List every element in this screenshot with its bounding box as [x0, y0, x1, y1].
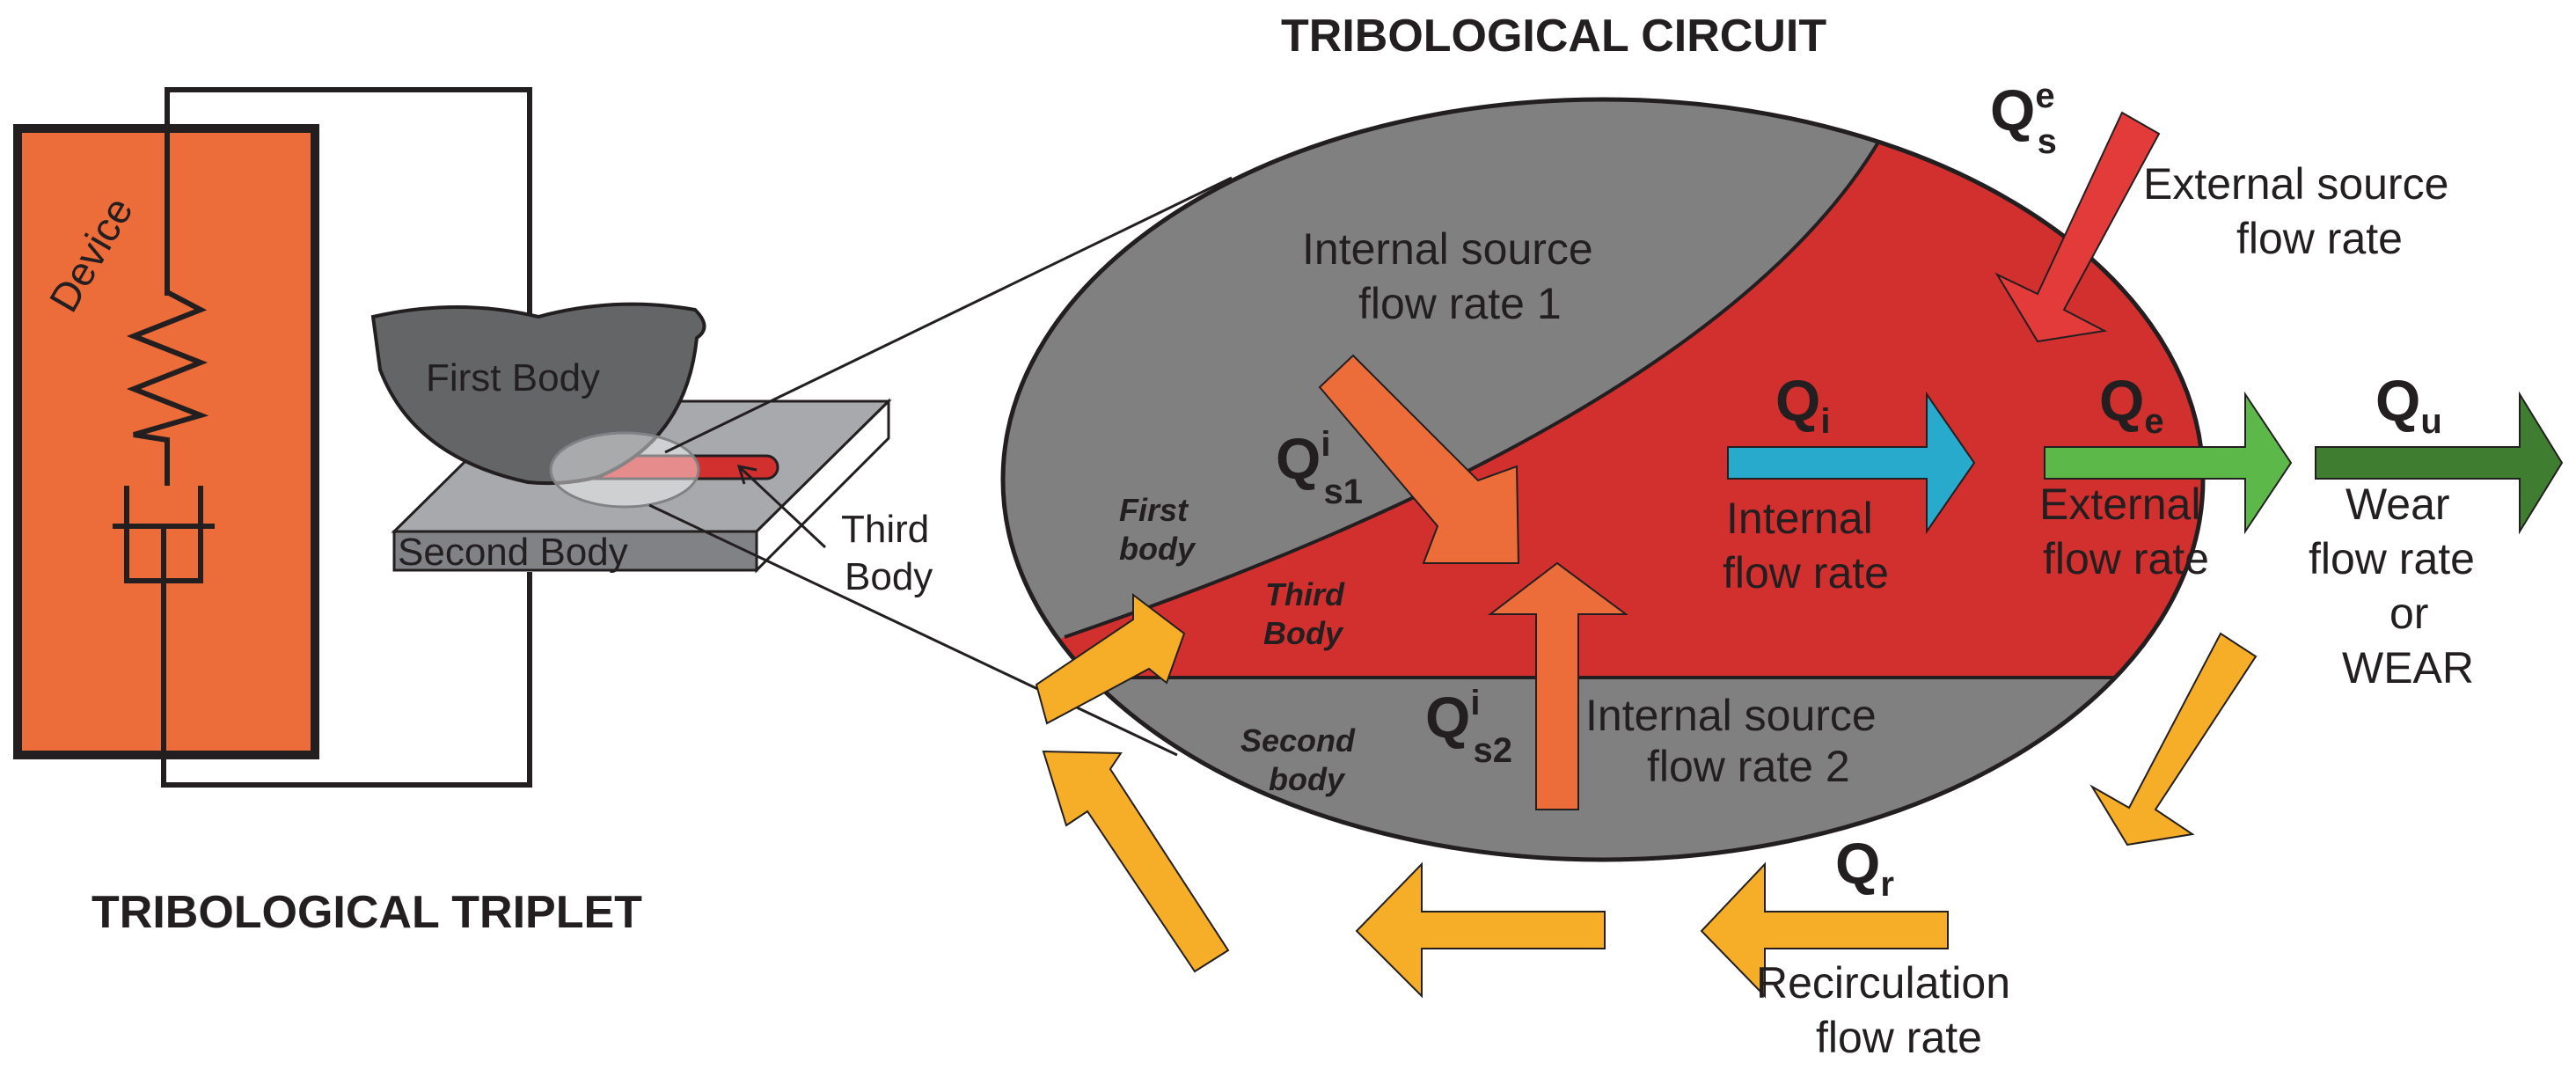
third-body-region-label-line2: Body	[1263, 615, 1344, 651]
spring-icon	[126, 289, 209, 486]
recirculation-arrow-4	[1042, 750, 1230, 973]
qe-symbol: Qe	[2099, 368, 2164, 441]
triplet-title: TRIBOLOGICAL TRIPLET	[91, 887, 642, 938]
recirculation-arrow-3	[1355, 861, 1606, 999]
internal-flow-line2: flow rate	[1723, 548, 1889, 597]
internal-flow-line1: Internal	[1726, 494, 1873, 543]
second-body-region-label-line1: Second	[1240, 722, 1356, 759]
recirculation-line1: Recirculation	[1756, 958, 2010, 1008]
recirculation-line2: flow rate	[1816, 1013, 1982, 1062]
qu-symbol: Qu	[2375, 368, 2442, 441]
wear-line4: WEAR	[2342, 643, 2474, 693]
first-body-region-label-line1: First	[1119, 492, 1189, 528]
contact-zoom-ellipse	[549, 431, 700, 509]
external-flow-line1: External	[2039, 480, 2200, 529]
second-body-region-label-line2: body	[1269, 761, 1346, 797]
first-body-region-label-line2: body	[1119, 531, 1197, 567]
qs1-arrow	[1318, 354, 1520, 564]
internal-source-1-line2: flow rate 1	[1358, 279, 1562, 328]
first-body-bowl	[370, 302, 706, 486]
external-flow-line2: flow rate	[2043, 534, 2209, 583]
internal-source-2-line1: Internal source	[1585, 691, 1877, 740]
second-body-label: Second Body	[398, 531, 628, 574]
internal-source-1-line1: Internal source	[1302, 224, 1593, 274]
wear-line1: Wear	[2345, 480, 2450, 529]
third-body-label-line2: Body	[845, 555, 933, 598]
qi-symbol: Qi	[1775, 368, 1830, 441]
qu-arrow	[2315, 391, 2564, 535]
first-body-boundary	[1064, 139, 1881, 639]
qe-arrow	[2044, 391, 2293, 535]
third-body-pointer-icon	[736, 465, 827, 549]
zoom-lines	[648, 176, 1233, 757]
first-body-label: First Body	[426, 356, 600, 399]
qi-arrow	[1727, 391, 1976, 535]
recirculation-arrow-5	[1035, 592, 1186, 725]
external-source-line2: flow rate	[2236, 214, 2403, 263]
dashpot-icon	[113, 486, 215, 584]
external-source-line1: External source	[2143, 159, 2448, 209]
qs2-arrow	[1488, 561, 1629, 810]
third-body-region-label-line1: Third	[1265, 576, 1345, 612]
third-body-label-line1: Third	[841, 508, 929, 551]
first-body-region	[1003, 99, 1897, 669]
recirculation-arrow-1	[2089, 632, 2258, 846]
circuit-ellipse	[1000, 97, 2206, 862]
wear-line2: flow rate	[2309, 534, 2475, 583]
qr-symbol: Qr	[1835, 831, 1894, 904]
internal-source-2-line2: flow rate 2	[1647, 742, 1850, 791]
circuit-title: TRIBOLOGICAL CIRCUIT	[1281, 11, 1826, 62]
tribological-triplet: Device Second Body First Body	[13, 87, 1233, 788]
recirculation-arrow-2	[1700, 861, 1949, 999]
wear-line3: or	[2389, 589, 2428, 638]
qse-arrow	[1994, 111, 2161, 343]
